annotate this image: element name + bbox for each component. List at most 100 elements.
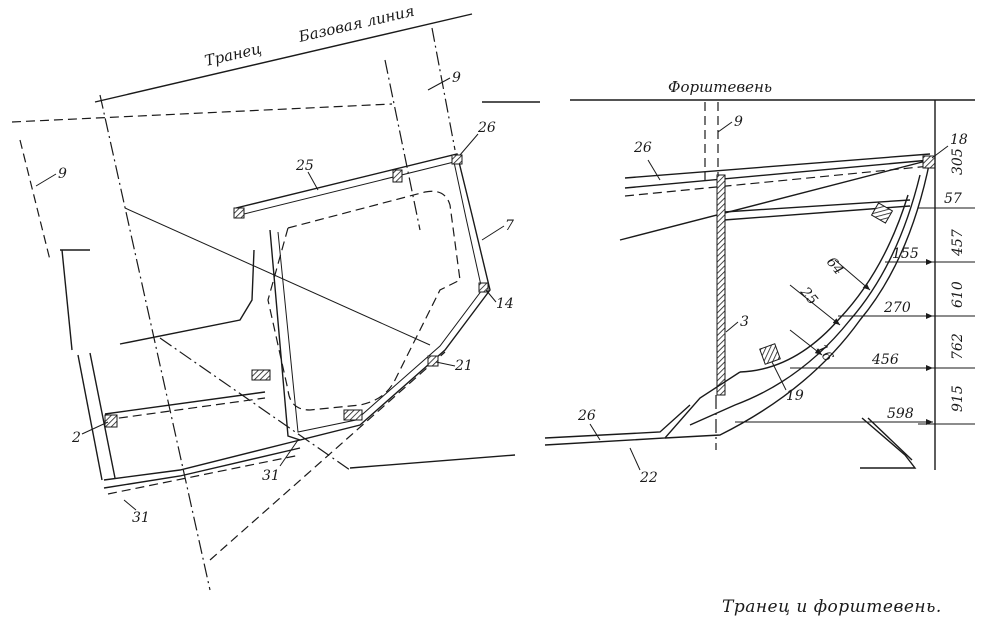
stem-deck-2	[624, 159, 931, 189]
callout-14: 14	[496, 296, 514, 312]
leader-2	[81, 421, 109, 435]
stem-deck-dash	[624, 165, 931, 197]
transom-diagonal-1	[124, 207, 431, 346]
thick-25-arrow	[789, 284, 841, 326]
hull-left-side-inner	[89, 352, 116, 479]
stem-callout-3: 3	[740, 314, 749, 330]
leader-7	[481, 225, 505, 241]
leader-25	[307, 171, 319, 191]
stem-callout-19: 19	[786, 388, 804, 404]
transom-bottom-dash	[107, 454, 301, 495]
transom-view: Транец Базовая линия 9 9 26 25 7 14 21 2…	[11, 2, 540, 591]
transom-floor	[104, 391, 266, 415]
callout-26: 26	[477, 120, 496, 136]
stem-callout-25: 25	[796, 284, 820, 309]
callout-25: 25	[295, 158, 314, 174]
stem-callout-18: 18	[950, 132, 968, 148]
stem-outer-curve	[664, 159, 931, 439]
hull-left-contour	[119, 249, 255, 345]
transom-bottom-frame	[103, 439, 301, 481]
leader-21	[435, 361, 456, 367]
leader-stem-18	[931, 145, 949, 159]
dim-598: 598	[887, 406, 914, 422]
transom-block-26	[451, 154, 463, 165]
hull-left-side	[77, 354, 103, 481]
thick-16-arrow	[789, 329, 823, 356]
callout-7: 7	[505, 218, 514, 234]
stem-block-19	[759, 343, 781, 365]
callout-21: 21	[454, 358, 473, 374]
leader-31-mid	[279, 439, 299, 467]
stem-callout-57: 57	[944, 191, 962, 207]
leader-31-bottom	[123, 499, 137, 511]
leader-9-left	[35, 173, 57, 187]
callout-31-bottom: 31	[132, 510, 150, 526]
stem-block-18	[922, 155, 936, 169]
spacing-305: 305	[950, 148, 966, 175]
leader-stem-22	[629, 447, 641, 471]
leader-14	[485, 289, 497, 303]
dim-456: 456	[871, 352, 899, 368]
leader-stem-19	[771, 361, 787, 391]
spacing-457: 457	[950, 229, 966, 257]
spacing-762: 762	[950, 333, 966, 360]
leader-stem-9	[717, 121, 733, 133]
transom-outline-inner	[243, 161, 483, 433]
stem-beam-1	[619, 159, 931, 241]
spacing-915: 915	[950, 385, 966, 412]
leader-stem-26	[647, 159, 661, 181]
stem-callout-9: 9	[734, 114, 743, 130]
transom-floor-2	[104, 397, 266, 421]
frame-9-axis-top-a	[384, 59, 421, 231]
callout-31-mid: 31	[262, 468, 280, 484]
transom-baseline-line	[94, 13, 473, 103]
stem-callout-16: 16	[813, 341, 836, 365]
stem-callout-64: 64	[823, 254, 847, 278]
transom-block-2	[104, 414, 118, 428]
transom-upper-dash-line	[11, 103, 393, 123]
stem-forefoot-part	[860, 417, 917, 469]
stem-view: Форштевень 9 26 18 57 64 25 16 3 19 26 2…	[544, 78, 975, 486]
leader-stem-26-bottom	[589, 423, 601, 441]
stem-callout-22: 22	[639, 470, 658, 486]
thick-64-arrow	[834, 259, 871, 291]
transom-bottom-frame-2	[103, 447, 301, 489]
callout-9-top: 9	[452, 70, 461, 86]
frame-9-axis-top-b	[431, 27, 456, 151]
callout-2: 2	[71, 430, 81, 446]
frame-9-axis-left	[19, 139, 51, 261]
stem-post	[716, 174, 726, 396]
leader-9-top	[427, 77, 451, 91]
stem-keel	[544, 371, 741, 446]
transom-centerline	[99, 94, 211, 591]
baseline-title: Базовая линия	[296, 2, 416, 46]
transom-block-21	[427, 355, 439, 367]
leader-26	[459, 133, 479, 156]
stem-callout-26: 26	[633, 140, 652, 156]
transom-diagonal-2	[159, 337, 351, 471]
transom-diagonal-3	[209, 351, 446, 561]
figure-caption: Транец и форштевень.	[722, 597, 942, 617]
stem-deck-1	[624, 153, 931, 179]
transom-block-14	[478, 282, 489, 293]
stem-middle-curve	[689, 174, 921, 426]
dim-155: 155	[892, 246, 919, 262]
transom-block-low	[343, 409, 363, 421]
spacing-610: 610	[950, 281, 966, 308]
dim-270: 270	[883, 300, 911, 316]
right-bottom-line	[349, 454, 516, 469]
transom-block-left	[233, 207, 245, 219]
leader-stem-3	[725, 321, 739, 333]
callout-9-left: 9	[58, 166, 67, 182]
transom-outline	[235, 153, 491, 441]
stem-block-upper	[870, 202, 894, 224]
stem-beam-2	[723, 199, 911, 213]
stem-keel-2	[544, 404, 691, 439]
transom-block-upper	[392, 169, 403, 183]
transom-inner-cutout	[267, 190, 461, 411]
stem-callout-26-bottom: 26	[577, 408, 596, 424]
hull-left-vertical	[61, 249, 73, 351]
transom-block-mid	[251, 369, 271, 381]
stem-title: Форштевень	[668, 78, 772, 96]
